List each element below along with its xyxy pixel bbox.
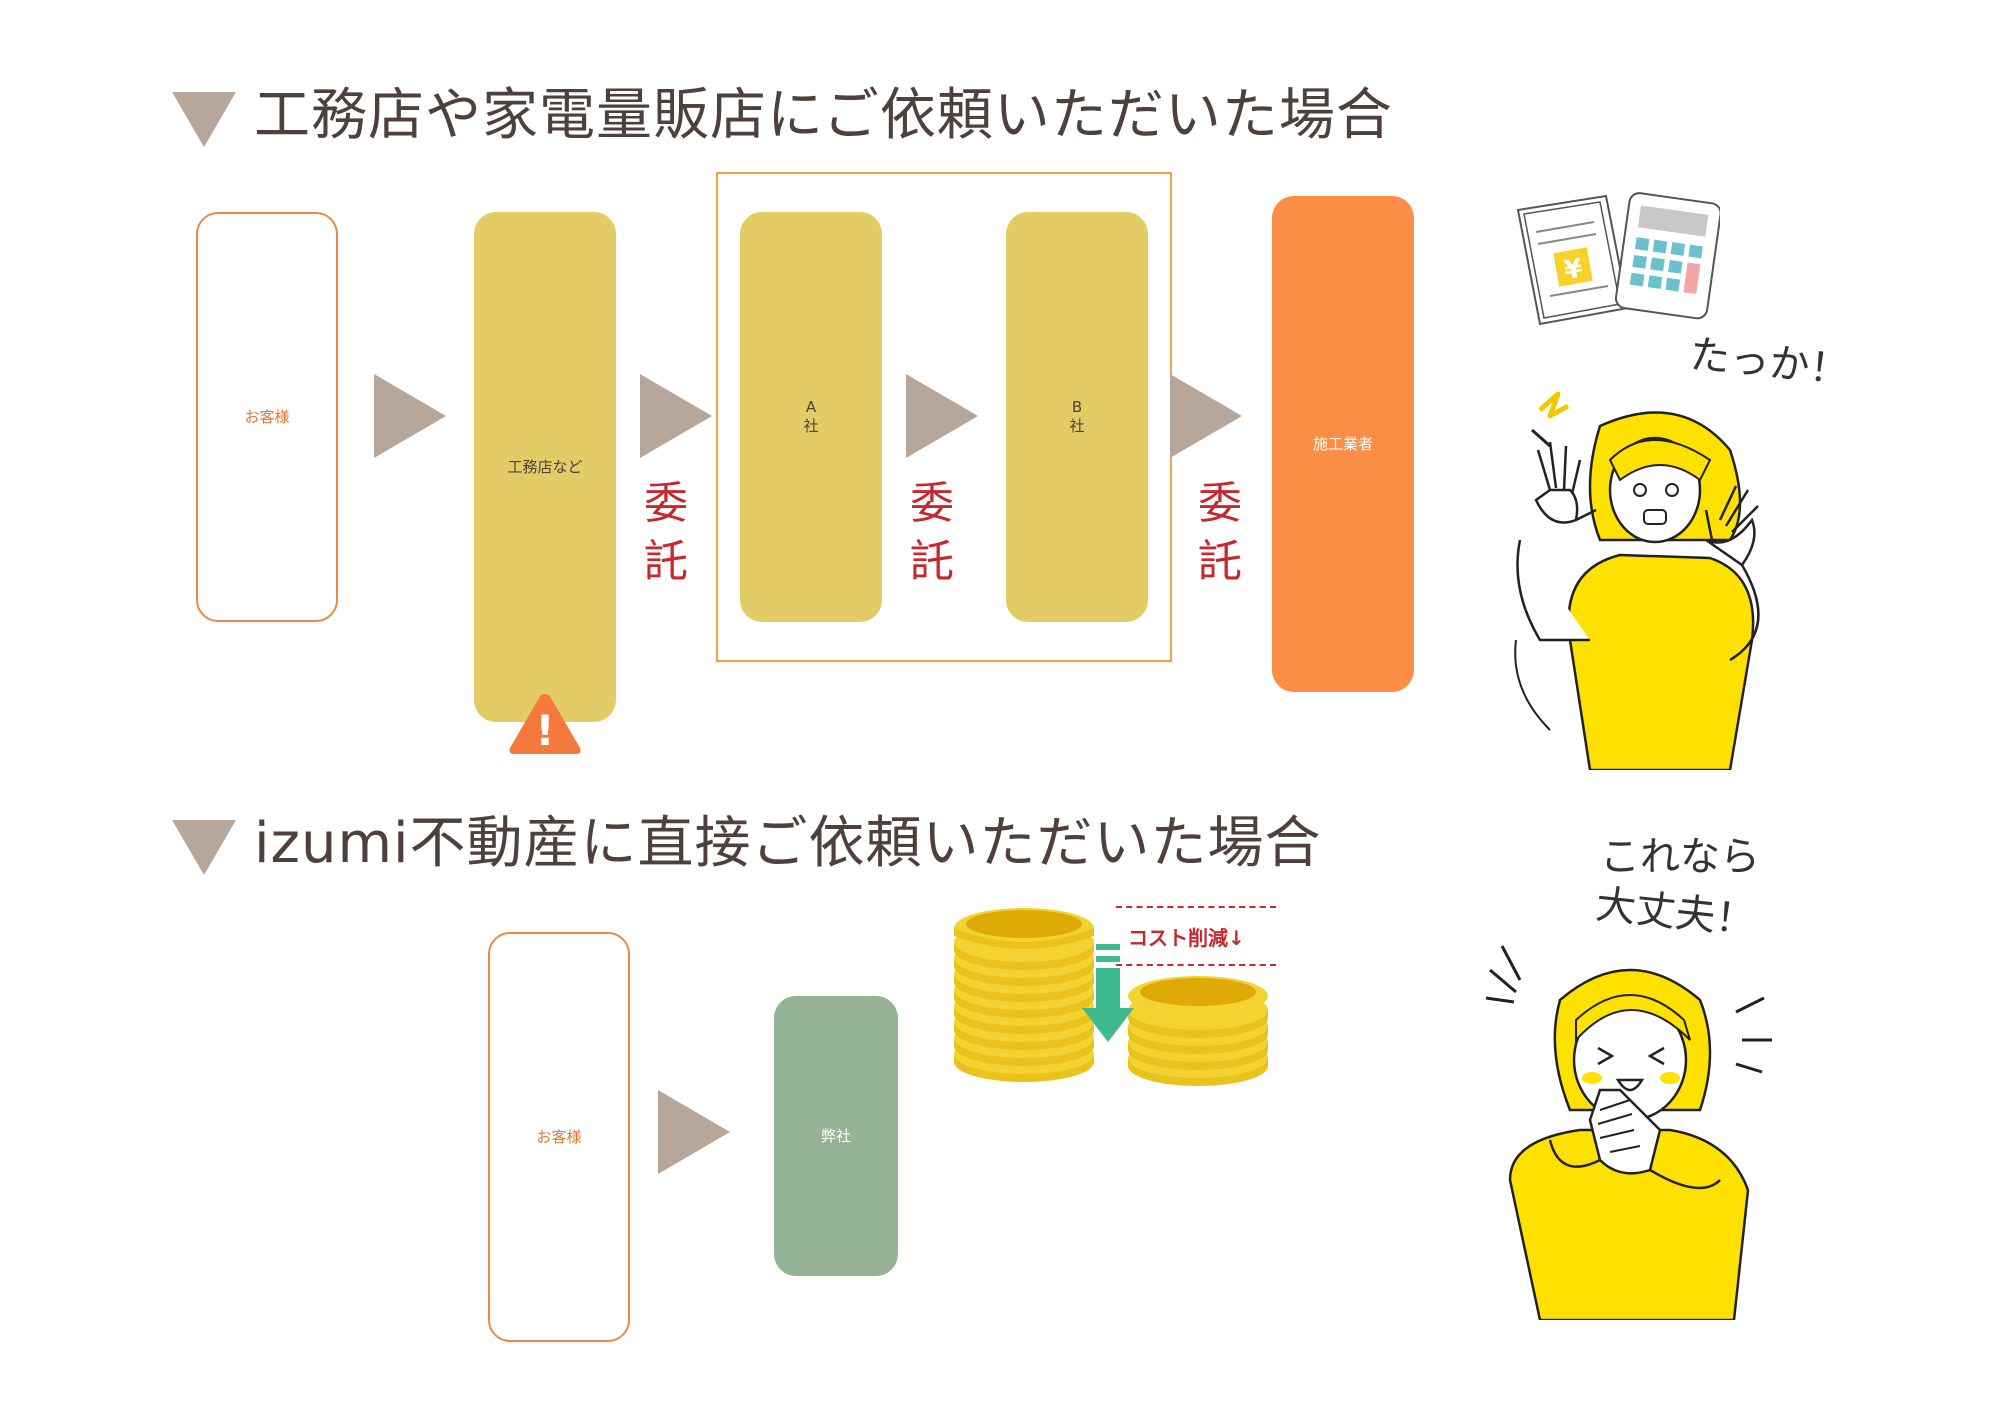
- heading-triangle-icon: [172, 820, 236, 875]
- our-company-label: 弊社: [820, 1126, 851, 1145]
- customer-box-2: お客様: [488, 932, 630, 1342]
- section2-heading: izumi不動産に直接ご依頼いただいた場合: [254, 811, 1322, 876]
- flow-arrow-icon: [1170, 374, 1242, 458]
- cost-dash-bottom: [1116, 964, 1276, 966]
- flow-arrow-icon: [640, 374, 712, 458]
- warning-mark: !: [535, 706, 554, 755]
- company-a-label: A 社: [803, 398, 819, 435]
- flow-arrow-icon: [658, 1090, 730, 1174]
- flow-arrow-icon: [374, 374, 446, 458]
- itaku-label-3: 委 託: [1198, 478, 1242, 587]
- worried-woman-illustration: [1514, 391, 1760, 770]
- customer-box: お客様: [196, 212, 338, 622]
- section1-heading: 工務店や家電量販店にご依頼いただいた場合: [254, 83, 1393, 148]
- down-arrow-icon: [1082, 944, 1134, 1042]
- builder-box: 施工業者: [1272, 196, 1414, 692]
- speech-line-2: 大丈夫！: [1593, 881, 1758, 945]
- company-a-box: A 社: [740, 212, 882, 622]
- our-company-box: 弊社: [774, 996, 898, 1276]
- builder-label: 施工業者: [1312, 434, 1373, 453]
- cost-reduction-label: コスト削減↓: [1128, 926, 1245, 950]
- itaku-label-2: 委 託: [910, 478, 954, 587]
- exclaim-text: たっか！: [1687, 331, 1852, 395]
- heading-triangle-icon: [172, 92, 236, 147]
- coin-stack-icon: [954, 908, 1268, 1086]
- warning-icon: !: [509, 694, 581, 755]
- flow-arrow-icon: [906, 374, 978, 458]
- speech-line-1: これなら: [1600, 834, 1760, 880]
- customer-label-2: お客様: [536, 1127, 582, 1146]
- invoice-icon: ¥: [1516, 194, 1630, 326]
- happy-woman-illustration: [1485, 945, 1772, 1320]
- contractor-box: 工務店など: [474, 212, 616, 722]
- customer-label: お客様: [244, 407, 290, 426]
- contractor-label: 工務店など: [507, 457, 583, 476]
- invoice-calculator-illustration: ¥: [1516, 192, 1720, 326]
- calculator-icon: [1614, 192, 1720, 320]
- company-b-label: B 社: [1069, 398, 1085, 435]
- company-b-box: B 社: [1006, 212, 1148, 622]
- svg-text:¥: ¥: [1562, 254, 1585, 287]
- itaku-label-1: 委 託: [644, 478, 688, 587]
- cost-dash-top: [1116, 906, 1276, 908]
